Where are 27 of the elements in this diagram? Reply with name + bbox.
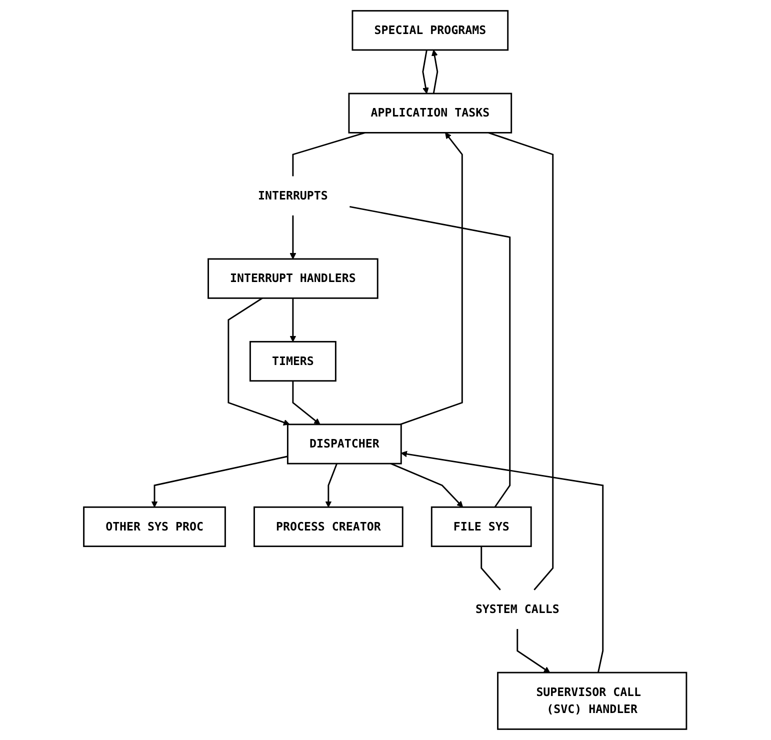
node-box: INTERRUPT HANDLERS [208,258,379,299]
connector [350,206,511,508]
arrow [390,462,464,508]
arrow [401,450,604,673]
node-box: FILE SYS [431,506,532,548]
node-box: SUPERVISOR CALL (SVC) HANDLER [497,672,688,730]
arrow [228,298,290,426]
node-text: INTERRUPTS [258,188,328,202]
arrow [152,456,288,508]
arrow [400,132,464,426]
node-box: TIMERS [250,340,337,382]
node-box: DISPATCHER [287,424,402,464]
arrow [290,298,296,342]
node-box: APPLICATION TASKS [348,92,512,134]
arrow [326,463,338,508]
connector [481,546,502,590]
arrow [422,50,430,94]
node-box: PROCESS CREATOR [254,506,404,548]
connector [292,132,366,176]
arrow [290,215,296,260]
node-box: SPECIAL PROGRAMS [352,10,509,51]
connector [488,132,554,590]
arrow [517,629,551,673]
node-text: SYSTEM CALLS [476,602,560,616]
arrow [432,50,439,94]
node-box: OTHER SYS PROC [83,506,226,548]
arrow [292,380,321,425]
